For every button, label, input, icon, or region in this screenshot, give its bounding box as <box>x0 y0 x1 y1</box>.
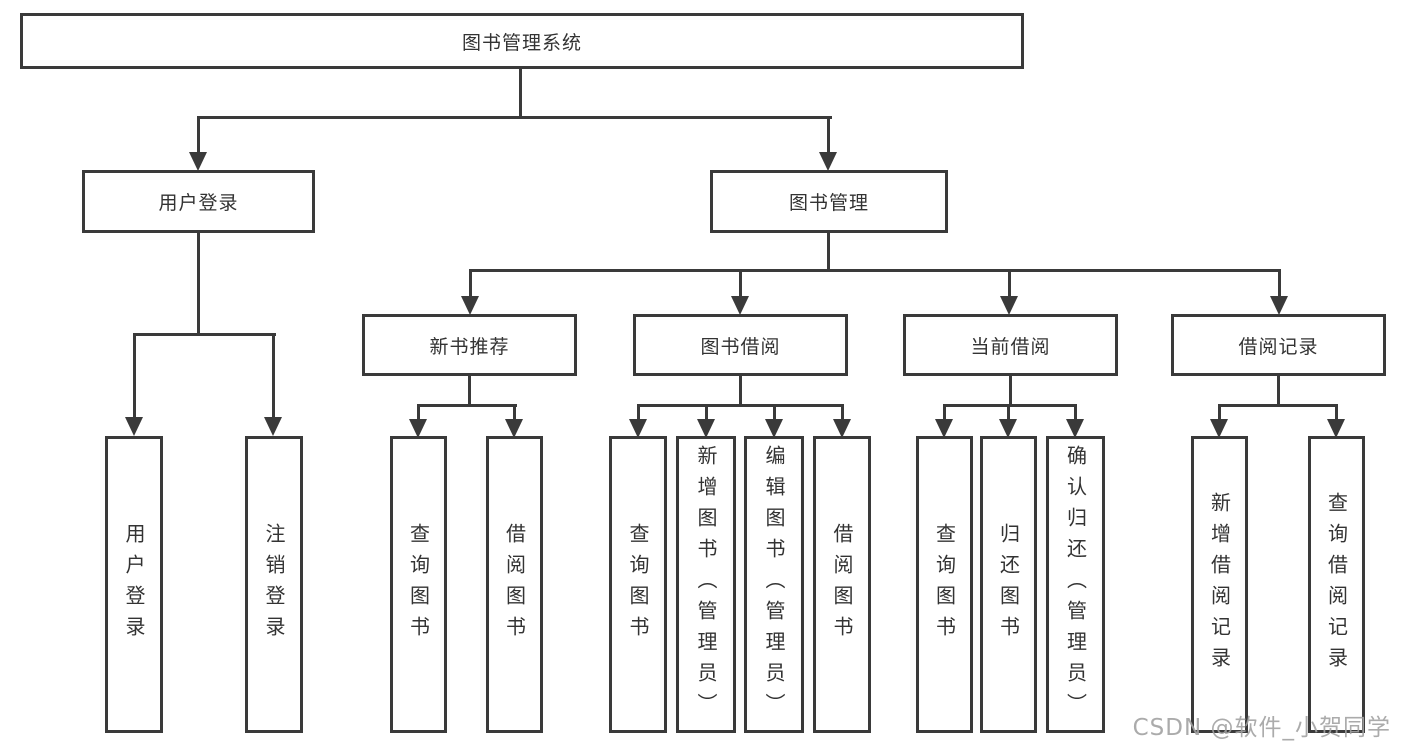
node-label: 用户登录 <box>158 192 239 214</box>
connector-book-mgmt-stem <box>827 233 830 272</box>
connector-nbr-bus <box>417 404 517 407</box>
connector-to-cb-confirm <box>1074 404 1077 420</box>
connector-to-borrow-record <box>1278 269 1281 297</box>
node-label: 图书管理系统 <box>461 31 582 54</box>
leaf-nbr-query-book: 查询图书 <box>390 436 447 733</box>
arrowhead-book-mgmt-icon <box>819 152 837 171</box>
leaf-label: 用户登录 <box>122 522 146 647</box>
leaf-bb-add-book-admin: 新增图书（管理员） <box>676 436 736 733</box>
node-new-book-recommend: 新书推荐 <box>362 314 577 376</box>
leaf-bb-edit-book-admin: 编辑图书（管理员） <box>744 436 804 733</box>
connector-to-nbr-query <box>417 404 420 420</box>
arrowhead-br-add-icon <box>1210 419 1228 438</box>
leaf-label: 新增借阅记录 <box>1207 491 1232 678</box>
arrowhead-nbr-borrow-icon <box>505 419 523 438</box>
connector-to-book-mgmt <box>827 116 830 153</box>
connector-cb-bus <box>943 404 1077 407</box>
connector-user-login-bus <box>133 333 276 336</box>
connector-to-bb-edit <box>773 404 776 420</box>
leaf-cb-return-book: 归还图书 <box>980 436 1037 733</box>
leaf-cb-confirm-return-admin: 确认归还（管理员） <box>1046 436 1105 733</box>
leaf-label: 借阅图书 <box>830 522 854 647</box>
arrowhead-bb-query-icon <box>629 419 647 438</box>
leaf-label: 新增图书（管理员） <box>694 445 718 724</box>
connector-br-stem <box>1277 376 1280 407</box>
connector-to-leaf-login <box>133 333 136 418</box>
connector-bb-bus <box>637 404 844 407</box>
arrowhead-current-borrow-icon <box>1000 296 1018 315</box>
connector-to-bb-borrow <box>841 404 844 420</box>
node-library-management-system: 图书管理系统 <box>20 13 1024 69</box>
connector-to-bb-query <box>637 404 640 420</box>
node-label: 借阅记录 <box>1238 335 1319 358</box>
node-current-borrow: 当前借阅 <box>903 314 1118 376</box>
leaf-label: 查询图书 <box>406 522 431 647</box>
connector-to-br-query <box>1335 404 1338 420</box>
connector-nbr-stem <box>468 376 471 407</box>
arrowhead-book-borrow-icon <box>731 296 749 315</box>
arrowhead-bb-edit-icon <box>765 419 783 438</box>
leaf-br-add-record: 新增借阅记录 <box>1191 436 1248 733</box>
arrowhead-leaf-logout-icon <box>264 417 282 436</box>
connector-user-login-stem <box>197 233 200 336</box>
leaf-user-login: 用户登录 <box>105 436 163 733</box>
arrowhead-user-login-icon <box>189 152 207 171</box>
connector-to-nbr-borrow <box>513 404 516 420</box>
leaf-cb-query-book: 查询图书 <box>916 436 973 733</box>
leaf-label: 查询借阅记录 <box>1324 491 1349 678</box>
leaf-label: 查询图书 <box>932 522 957 647</box>
connector-to-cb-return <box>1007 404 1010 420</box>
connector-to-br-add <box>1218 404 1221 420</box>
connector-to-cb-query <box>943 404 946 420</box>
leaf-label: 编辑图书（管理员） <box>762 445 786 724</box>
node-label: 图书管理 <box>788 192 869 214</box>
node-label: 新书推荐 <box>429 335 510 358</box>
leaf-label: 归还图书 <box>996 522 1021 647</box>
node-borrow-record: 借阅记录 <box>1171 314 1386 376</box>
leaf-label: 借阅图书 <box>502 522 527 647</box>
arrowhead-cb-confirm-icon <box>1066 419 1084 438</box>
arrowhead-bb-borrow-icon <box>833 419 851 438</box>
leaf-label: 确认归还（管理员） <box>1063 445 1088 724</box>
leaf-bb-query-book: 查询图书 <box>609 436 667 733</box>
node-user-login: 用户登录 <box>82 170 315 233</box>
connector-to-leaf-logout <box>272 333 275 418</box>
leaf-nbr-borrow-book: 借阅图书 <box>486 436 543 733</box>
arrowhead-br-query-icon <box>1327 419 1345 438</box>
arrowhead-bb-add-icon <box>697 419 715 438</box>
arrowhead-cb-query-icon <box>935 419 953 438</box>
leaf-logout-login: 注销登录 <box>245 436 303 733</box>
leaf-br-query-record: 查询借阅记录 <box>1308 436 1365 733</box>
connector-root-bus <box>197 116 832 119</box>
node-book-borrow: 图书借阅 <box>633 314 848 376</box>
arrowhead-new-book-rec-icon <box>461 296 479 315</box>
node-book-management: 图书管理 <box>710 170 948 233</box>
connector-cb-stem <box>1009 376 1012 407</box>
leaf-label: 注销登录 <box>262 522 286 647</box>
connector-to-current-borrow <box>1008 269 1011 297</box>
arrowhead-cb-return-icon <box>999 419 1017 438</box>
csdn-watermark: CSDN @软件_小贺同学 <box>1132 715 1391 741</box>
leaf-label: 查询图书 <box>626 522 650 647</box>
connector-br-bus <box>1218 404 1338 407</box>
connector-bb-stem <box>739 376 742 407</box>
arrowhead-leaf-login-icon <box>125 417 143 436</box>
connector-root-stem <box>519 66 522 118</box>
connector-to-bb-add <box>705 404 708 420</box>
node-label: 当前借阅 <box>970 335 1051 358</box>
connector-to-user-login <box>197 116 200 153</box>
connector-to-new-book-rec <box>469 269 472 297</box>
leaf-bb-borrow-book: 借阅图书 <box>813 436 871 733</box>
arrowhead-borrow-record-icon <box>1270 296 1288 315</box>
arrowhead-nbr-query-icon <box>409 419 427 438</box>
connector-to-book-borrow <box>739 269 742 297</box>
node-label: 图书借阅 <box>700 335 781 358</box>
connector-book-mgmt-bus <box>469 269 1281 272</box>
